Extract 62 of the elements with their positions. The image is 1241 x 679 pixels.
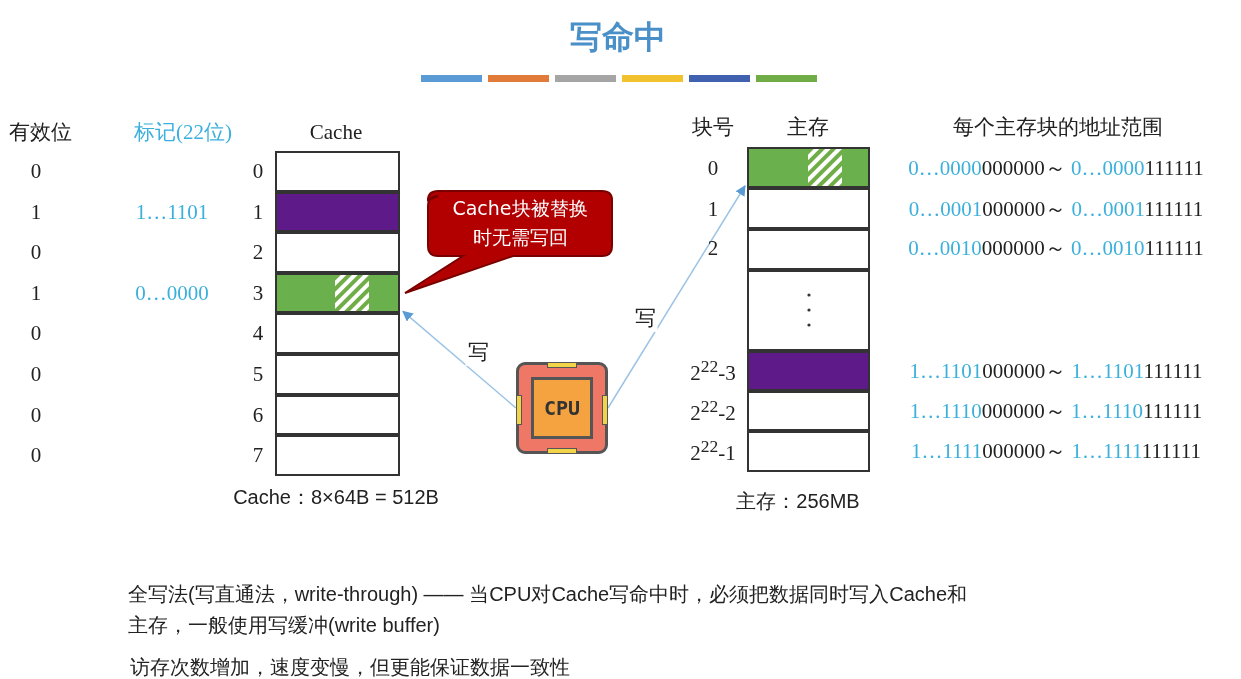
row-number: 0 <box>30 361 42 387</box>
filled-block <box>747 351 870 391</box>
row-number: 3 <box>252 280 264 306</box>
callout-text: Cache块被替换时无需写回 <box>451 196 589 250</box>
column-header: Cache <box>309 119 363 145</box>
row-number: 0 <box>707 155 719 181</box>
tag-value: 1…1101 <box>135 199 209 225</box>
row-number: 4 <box>252 320 264 346</box>
empty-block <box>275 435 400 476</box>
row-number: 0 <box>30 402 42 428</box>
empty-block <box>275 232 400 273</box>
written-block <box>747 147 870 188</box>
note-text: 全写法(写直通法，write-through) —— 当CPU对Cache写命中时，必须把数据同时写入Cache和主存，一般使用写缓冲(write buffer) <box>128 582 968 638</box>
row-number: 1 <box>30 280 42 306</box>
note-text: 访存次数增加，速度变慢，但更能保证数据一致性 <box>130 655 571 679</box>
arrow <box>402 310 517 409</box>
address-range: 0…0001000000～ 0…0001111111 <box>908 196 1204 223</box>
row-number: 0 <box>30 158 42 184</box>
row-number: 2 <box>707 235 719 261</box>
column-header: 主存 <box>787 114 829 141</box>
filled-block <box>275 191 400 233</box>
row-number: 1 <box>252 199 264 225</box>
row-number: 0 <box>30 442 42 468</box>
empty-block <box>747 270 870 351</box>
row-number: 1 <box>30 199 42 225</box>
row-number: 0 <box>30 320 42 346</box>
title: 写命中 <box>570 17 666 58</box>
size-caption: 主存：256MB <box>736 488 860 514</box>
callout-bubble <box>403 188 615 296</box>
row-number: 2 <box>252 239 264 265</box>
address-range: 1…1101000000～ 1…1101111111 <box>909 358 1203 385</box>
empty-block <box>747 391 870 431</box>
written-block <box>275 272 400 314</box>
column-header: 块号 <box>692 114 734 141</box>
row-number: 2$^{22}$-1 <box>690 436 736 466</box>
row-number: 6 <box>252 402 264 428</box>
address-range: 0…0010000000～ 0…0010111111 <box>908 235 1204 262</box>
column-header: 每个主存块的地址范围 <box>953 114 1163 141</box>
row-number: 0 <box>252 158 264 184</box>
empty-block <box>275 151 400 192</box>
row-number: 2$^{22}$-3 <box>690 356 736 386</box>
address-range: 1…1111000000～ 1…1111111111 <box>911 438 1201 465</box>
tag-value: 0…0000 <box>135 280 209 306</box>
row-number: 1 <box>707 196 719 222</box>
empty-block <box>747 431 870 472</box>
row-number: 7 <box>252 442 264 468</box>
row-number: 2$^{22}$-2 <box>690 396 736 426</box>
address-range: 0…0000000000～ 0…0000111111 <box>908 155 1204 182</box>
arrow <box>607 185 746 409</box>
empty-block <box>275 394 400 436</box>
empty-block <box>275 354 400 395</box>
cpu-chip <box>516 362 608 454</box>
row-number: 5 <box>252 361 264 387</box>
empty-block <box>275 313 400 354</box>
address-range: 1…1110000000～ 1…1110111111 <box>909 398 1203 425</box>
cpu-label: CPU <box>531 377 593 439</box>
empty-block <box>747 188 870 229</box>
row-number: 0 <box>30 239 42 265</box>
column-header: 有效位 <box>8 119 72 146</box>
size-caption: Cache：8×64B = 512B <box>233 484 439 510</box>
column-header: 标记(22位) <box>134 119 232 146</box>
empty-block <box>747 229 870 270</box>
